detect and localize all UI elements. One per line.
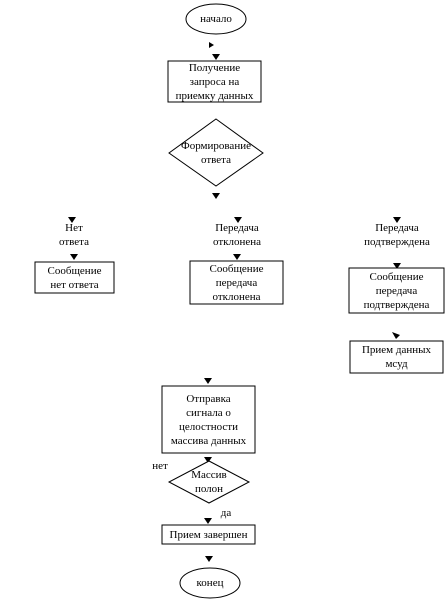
arrowhead-integrity (204, 378, 212, 384)
send-integrity-box (161, 385, 256, 454)
end-label: конец (196, 577, 224, 589)
receive-data-box (349, 340, 444, 374)
arrowhead-done (204, 518, 212, 524)
msg-rejected-label: Сообщение передача отклонена (209, 262, 264, 303)
receive-data-label: Прием данных мсуд (361, 344, 432, 370)
arrowhead-4 (212, 193, 220, 199)
msg-confirmed-label: Сообщение передача подтверждена (363, 270, 430, 311)
msg-rejected-box (189, 260, 284, 305)
start-label: начало (200, 13, 232, 25)
no-branch-label: нет (152, 460, 168, 472)
branch-rejected-label: Передача отклонена (212, 222, 262, 248)
form-response-diamond (168, 118, 264, 187)
yes-branch-label: да (220, 507, 232, 519)
end-ellipse (179, 567, 241, 599)
arrowhead-no-answer (68, 217, 76, 223)
arrowhead-2 (212, 54, 220, 60)
arrowhead-1 (209, 42, 214, 48)
receive-done-label: Прием завершен (169, 528, 248, 541)
branch-confirmed-label: Передача подтверждена (364, 222, 430, 248)
receive-done-box (161, 524, 256, 545)
msg-no-answer-box (34, 261, 115, 294)
receive-request-box (167, 60, 262, 103)
array-full-diamond (167, 460, 251, 504)
arrowhead-receive-data (392, 332, 400, 339)
arrowhead-end (205, 556, 213, 562)
send-integrity-label: Отправка сигнала о целостности массива д… (170, 392, 247, 447)
msg-confirmed-box (348, 267, 445, 314)
array-full-label: Массив полон (191, 469, 227, 495)
arrowhead-rejected-2 (233, 254, 241, 260)
arrowhead-rejected (234, 217, 242, 223)
arrowhead-confirmed (393, 217, 401, 223)
receive-request-label: Получение запроса на приемку данных (175, 61, 254, 102)
form-response-label: Формирование ответа (181, 140, 251, 166)
start-ellipse (185, 3, 247, 35)
branch-no-answer-label: Нет ответа (59, 222, 89, 248)
arrowhead-array (204, 457, 212, 463)
arrowhead-confirmed-2 (393, 263, 401, 269)
msg-no-answer-label: Сообщение нет ответа (47, 264, 102, 291)
arrowhead-no-answer-2 (70, 254, 78, 260)
